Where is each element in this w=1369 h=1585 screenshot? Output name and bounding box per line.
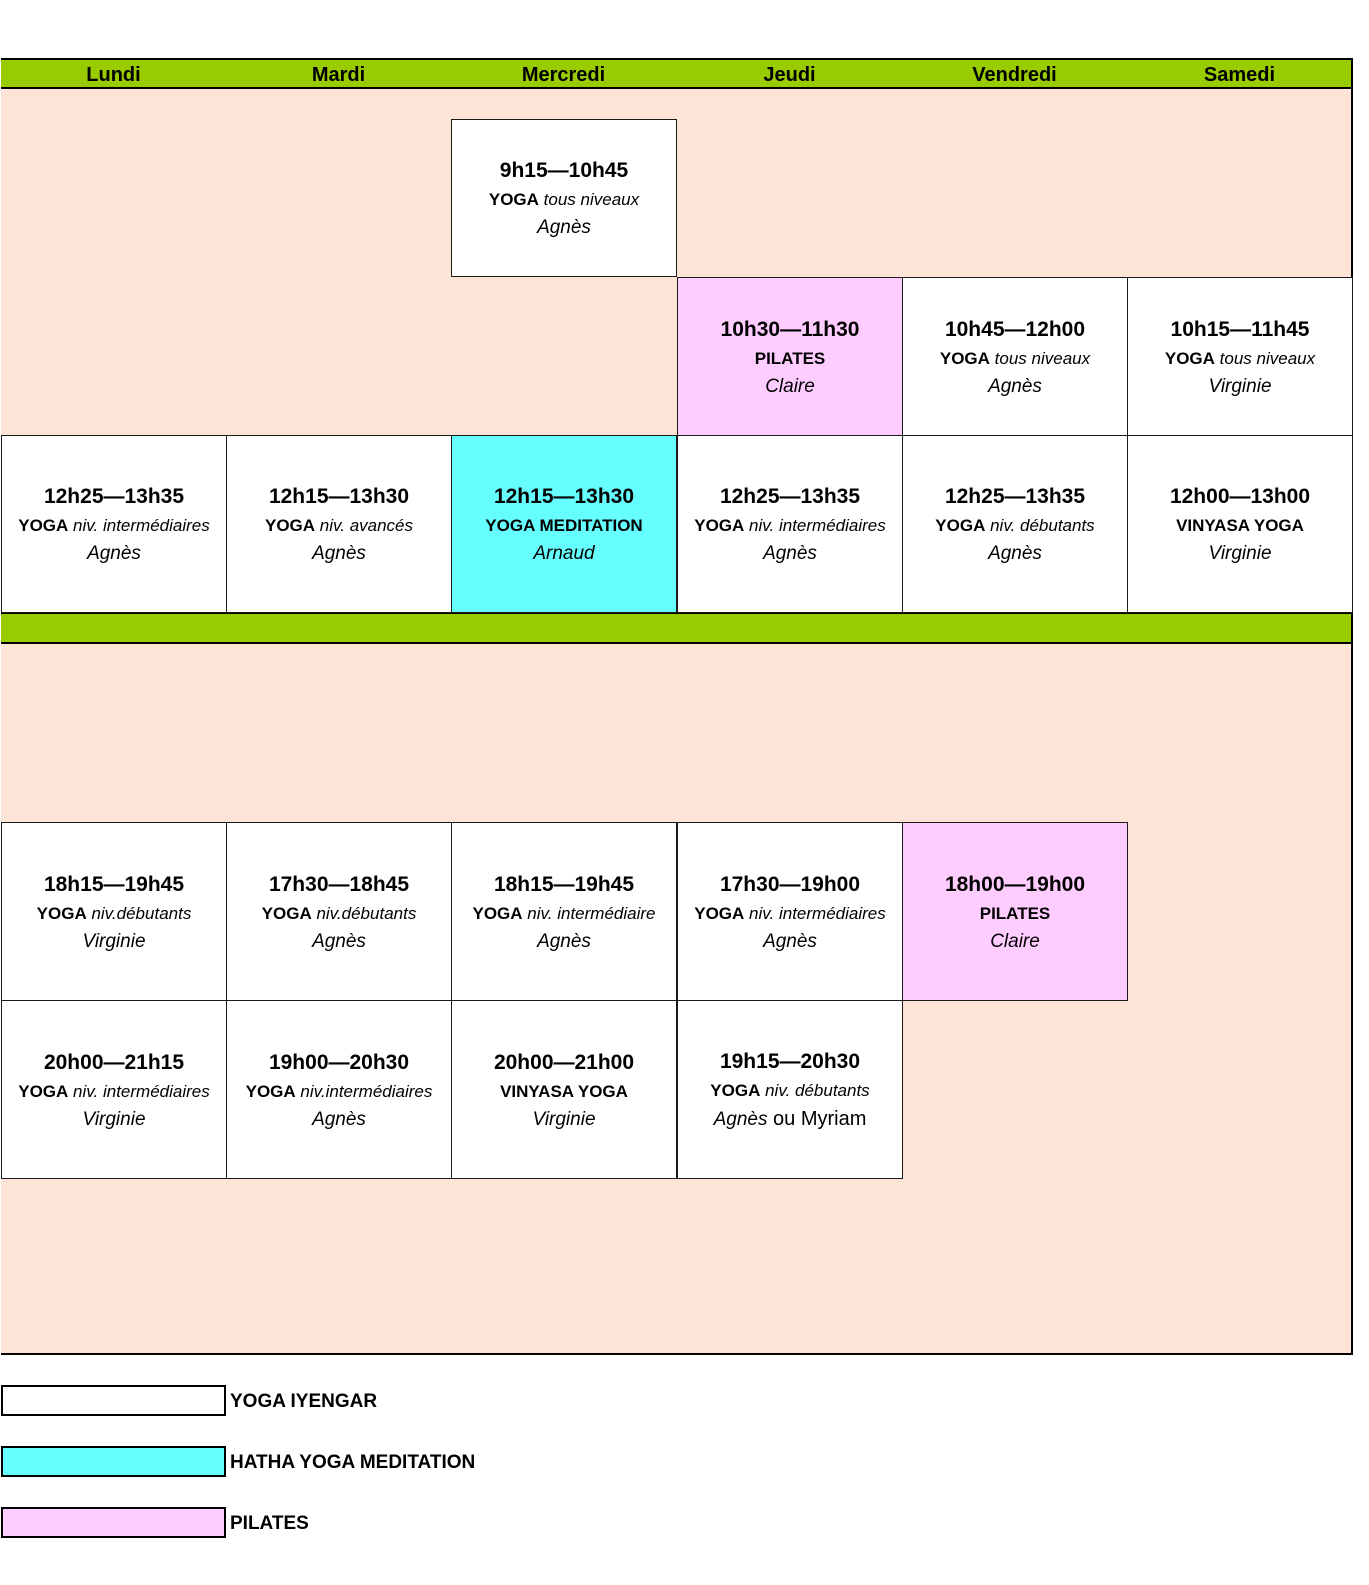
day-header-samedi: Samedi	[1203, 64, 1276, 86]
class-type: YOGA niv. intermédiaires	[18, 516, 210, 535]
class-type: VINYASA YOGA	[500, 1081, 628, 1101]
class-slot[interactable]: 18h00—19h00 PILATES Claire	[902, 822, 1128, 1001]
class-time: 12h15—13h30	[493, 485, 635, 508]
legend-label-iyengar: YOGA IYENGAR	[230, 1391, 378, 1412]
class-slot[interactable]: 20h00—21h00 VINYASA YOGA Virginie	[451, 1000, 677, 1179]
day-header-mercredi: Mercredi	[521, 64, 606, 86]
legend-label-pilates: PILATES	[230, 1513, 309, 1534]
class-teacher: Agnès	[312, 543, 366, 564]
class-slot[interactable]: 12h25—13h35 YOGA niv. intermédiaires Agn…	[1, 435, 227, 613]
class-time: 10h15—11h45	[1170, 317, 1310, 341]
class-teacher: Claire	[765, 375, 815, 397]
class-slot[interactable]: 12h25—13h35 YOGA niv. débutants Agnès	[902, 435, 1128, 613]
class-type: YOGA tous niveaux	[1164, 348, 1316, 368]
day-header-vendredi: Vendredi	[972, 64, 1057, 86]
class-slot[interactable]: 17h30—18h45 YOGA niv.débutants Agnès	[226, 822, 452, 1001]
class-slot[interactable]: 10h45—12h00 YOGA tous niveaux Agnès	[902, 277, 1128, 436]
class-type: YOGA niv. débutants	[710, 1081, 870, 1100]
class-type: YOGA tous niveaux	[488, 190, 640, 209]
legend-label-meditation: HATHA YOGA MEDITATION	[230, 1452, 476, 1473]
class-slot[interactable]: 12h15—13h30 YOGA niv. avancés Agnès	[226, 435, 452, 613]
class-slot[interactable]: 18h15—19h45 YOGA niv. intermédiaire Agnè…	[451, 822, 677, 1001]
class-time: 18h15—19h45	[493, 872, 635, 896]
class-time: 12h00—13h00	[1169, 485, 1311, 508]
class-teacher: Claire	[990, 930, 1040, 952]
class-type: YOGA niv.intermédiaires	[245, 1081, 433, 1101]
class-type: YOGA niv. intermédiaires	[18, 1081, 210, 1101]
class-teacher: Agnès	[312, 930, 366, 952]
class-teacher: Agnès	[988, 375, 1042, 397]
class-teacher: Agnès ou Myriam	[713, 1108, 867, 1130]
class-type: YOGA niv. intermédiaire	[472, 903, 656, 923]
class-time: 19h00—20h30	[268, 1050, 410, 1074]
legend-swatch-pilates	[1, 1507, 226, 1538]
class-teacher: Agnès	[763, 930, 817, 952]
class-type: YOGA tous niveaux	[939, 348, 1091, 368]
class-time: 10h45—12h00	[944, 317, 1086, 341]
class-slot[interactable]: 12h00—13h00 VINYASA YOGA Virginie	[1127, 435, 1353, 613]
class-type: PILATES	[754, 348, 826, 368]
class-time: 9h15—10h45	[499, 159, 629, 182]
class-slot[interactable]: 12h25—13h35 YOGA niv. intermédiaires Agn…	[677, 435, 903, 613]
class-time: 17h30—18h45	[268, 872, 410, 896]
day-header-lundi: Lundi	[86, 64, 141, 86]
class-type: YOGA niv. avancés	[264, 516, 414, 535]
class-teacher: Virginie	[82, 930, 146, 952]
class-teacher: Agnès	[988, 543, 1042, 564]
class-teacher: Virginie	[1208, 543, 1272, 564]
class-type: YOGA niv.débutants	[36, 903, 192, 923]
class-time: 17h30—19h00	[719, 872, 861, 896]
class-teacher: Agnès	[87, 543, 141, 564]
class-teacher: Agnès	[312, 1108, 366, 1130]
day-header-mardi: Mardi	[311, 64, 366, 86]
class-teacher: Agnès	[537, 930, 591, 952]
class-time: 12h25—13h35	[944, 485, 1086, 508]
class-slot[interactable]: 20h00—21h15 YOGA niv. intermédiaires Vir…	[1, 1000, 227, 1179]
class-slot[interactable]: 18h15—19h45 YOGA niv.débutants Virginie	[1, 822, 227, 1001]
class-slot[interactable]: 17h30—19h00 YOGA niv. intermédiaires Agn…	[677, 822, 903, 1001]
class-type: PILATES	[979, 903, 1051, 923]
class-slot[interactable]: 10h30—11h30 PILATES Claire	[677, 277, 903, 436]
class-type: YOGA niv.débutants	[261, 903, 417, 923]
legend-swatch-meditation	[1, 1446, 226, 1477]
day-header-jeudi: Jeudi	[763, 64, 816, 86]
class-teacher: Virginie	[1208, 375, 1272, 397]
class-time: 18h00—19h00	[944, 872, 1086, 896]
class-time: 20h00—21h00	[493, 1050, 635, 1074]
class-teacher: Arnaud	[533, 543, 595, 564]
legend-swatch-iyengar	[1, 1385, 226, 1416]
class-type: VINYASA YOGA	[1176, 516, 1304, 535]
class-slot[interactable]: 19h00—20h30 YOGA niv.intermédiaires Agnè…	[226, 1000, 452, 1179]
class-teacher: Virginie	[82, 1108, 146, 1130]
class-slot[interactable]: 10h15—11h45 YOGA tous niveaux Virginie	[1127, 277, 1353, 436]
class-teacher: Agnès	[537, 217, 591, 238]
class-slot[interactable]: 12h15—13h30 YOGA MEDITATION Arnaud	[451, 435, 677, 613]
class-time: 20h00—21h15	[43, 1050, 185, 1074]
class-teacher: Virginie	[532, 1108, 596, 1130]
lunch-separator-bar	[1, 612, 1353, 644]
class-time: 12h15—13h30	[268, 485, 410, 508]
class-type: YOGA niv. intermédiaires	[694, 903, 886, 923]
class-time: 19h15—20h30	[719, 1050, 861, 1073]
day-header-bar	[1, 58, 1353, 89]
class-type: YOGA MEDITATION	[485, 516, 643, 535]
class-time: 12h25—13h35	[43, 485, 185, 508]
class-slot[interactable]: 9h15—10h45 YOGA tous niveaux Agnès	[451, 119, 677, 277]
class-type: YOGA niv. intermédiaires	[694, 516, 886, 535]
class-type: YOGA niv. débutants	[935, 516, 1095, 535]
class-slot[interactable]: 19h15—20h30 YOGA niv. débutants Agnès ou…	[677, 1000, 903, 1179]
class-time: 12h25—13h35	[719, 485, 861, 508]
class-teacher: Agnès	[763, 543, 817, 564]
class-time: 18h15—19h45	[43, 872, 185, 896]
class-time: 10h30—11h30	[720, 317, 860, 341]
